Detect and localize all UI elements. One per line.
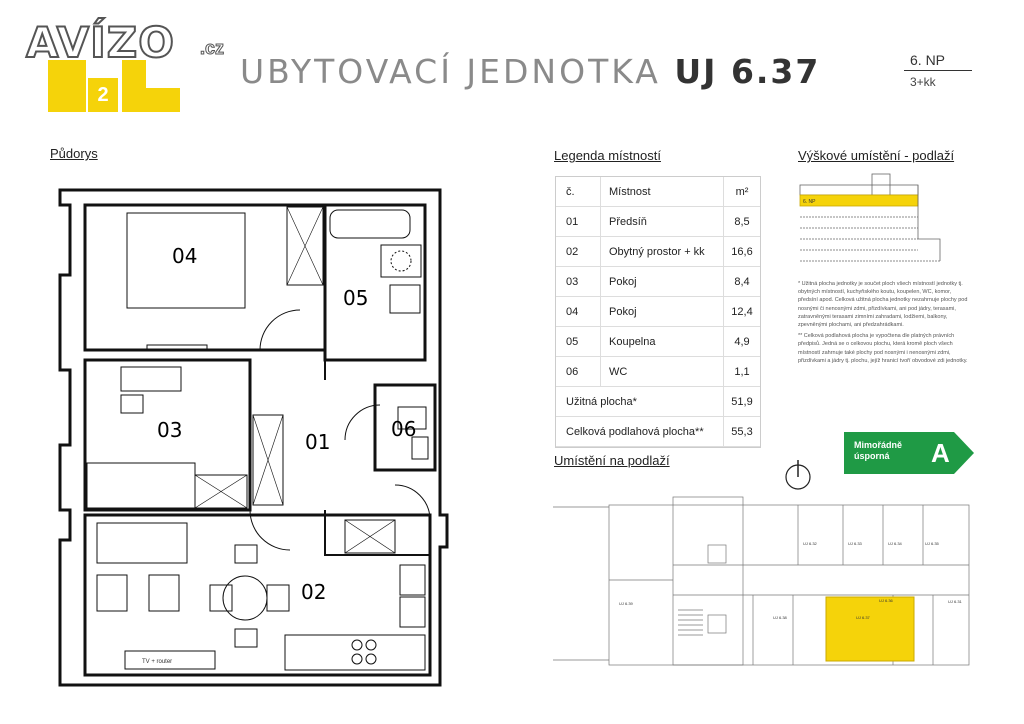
header-room: Místnost bbox=[600, 177, 723, 206]
total-label: Celková podlahová plocha** bbox=[566, 425, 704, 438]
layout-label: 3+kk bbox=[910, 75, 936, 89]
total-value: 55,3 bbox=[723, 417, 760, 446]
row-room: Předsíň bbox=[600, 207, 723, 236]
height-floor-label: 6. NP bbox=[803, 199, 816, 205]
row-num: 04 bbox=[566, 305, 579, 318]
room-legend-table: č. Místnost m² 01 Předsíň 8,5 02 Obytný … bbox=[555, 176, 761, 448]
row-area: 1,1 bbox=[723, 357, 760, 386]
energy-badge: Mimořádně úsporná A bbox=[844, 432, 974, 474]
row-area: 8,5 bbox=[723, 207, 760, 236]
footnote-total: ** Celková podlahová plocha je vypočtena… bbox=[798, 333, 968, 364]
unit-label: UJ 6.38 bbox=[773, 615, 788, 620]
row-area: 8,4 bbox=[723, 267, 760, 296]
row-num: 01 bbox=[566, 215, 579, 228]
logo-block bbox=[122, 60, 146, 112]
total-label: Užitná plocha* bbox=[566, 395, 637, 408]
legend-row: 03 Pokoj 8,4 bbox=[556, 267, 760, 297]
room-label-04: 04 bbox=[172, 244, 197, 268]
legend-row: 04 Pokoj 12,4 bbox=[556, 297, 760, 327]
unit-label: UJ 6.33 bbox=[848, 541, 863, 546]
floorplan-heading: Půdorys bbox=[50, 146, 98, 161]
legend-row: 05 Koupelna 4,9 bbox=[556, 327, 760, 357]
floor-label: 6. NP bbox=[904, 50, 972, 71]
energy-line1: Mimořádně bbox=[854, 440, 903, 450]
title-unit: UJ 6.37 bbox=[674, 52, 821, 91]
compass-icon bbox=[785, 460, 811, 490]
total-row: Celková podlahová plocha** 55,3 bbox=[556, 417, 760, 447]
floorplan-drawing: 04 05 03 01 06 02 TV + router bbox=[58, 188, 449, 687]
total-value: 51,9 bbox=[723, 387, 760, 416]
legend-row: 06 WC 1,1 bbox=[556, 357, 760, 387]
header-unit: m² bbox=[723, 177, 760, 206]
unit-label: UJ 6.35 bbox=[925, 541, 940, 546]
unit-label: UJ 6.34 bbox=[888, 541, 903, 546]
watermark-logo: AVÍZO bbox=[25, 17, 175, 68]
title-light: UBYTOVACÍ JEDNOTKA bbox=[240, 52, 661, 91]
row-area: 4,9 bbox=[723, 327, 760, 356]
watermark-domain: .cz bbox=[199, 38, 225, 59]
room-label-05: 05 bbox=[343, 286, 368, 310]
room-label-01: 01 bbox=[305, 430, 330, 454]
legend-row: 02 Obytný prostor + kk 16,6 bbox=[556, 237, 760, 267]
row-num: 02 bbox=[566, 245, 579, 258]
height-diagram: 6. NP bbox=[799, 173, 941, 262]
energy-line2: úsporná bbox=[854, 451, 890, 461]
unit-label: UJ 6.39 bbox=[619, 601, 634, 606]
legend-row: 01 Předsíň 8,5 bbox=[556, 207, 760, 237]
room-label-06: 06 bbox=[391, 417, 416, 441]
legend-header-row: č. Místnost m² bbox=[556, 177, 760, 207]
total-row: Užitná plocha* 51,9 bbox=[556, 387, 760, 417]
row-num: 05 bbox=[566, 335, 579, 348]
unit-highlight bbox=[825, 596, 915, 662]
logo-block bbox=[146, 88, 180, 112]
tv-label: TV + router bbox=[142, 659, 172, 665]
unit-label: UJ 6.37 bbox=[856, 615, 871, 620]
footnotes: * Užitná plocha jednotky je součet ploch… bbox=[798, 280, 970, 368]
unit-label: UJ 6.32 bbox=[803, 541, 818, 546]
height-heading: Výškové umístění - podlaží bbox=[798, 148, 955, 163]
energy-arrow-icon bbox=[844, 432, 974, 474]
legend-heading: Legenda místností bbox=[554, 148, 661, 163]
row-room: WC bbox=[600, 357, 723, 386]
row-room: Pokoj bbox=[600, 297, 723, 326]
logo-block bbox=[48, 60, 86, 112]
room-label-02: 02 bbox=[301, 580, 326, 604]
floor-info: 6. NP 3+kk bbox=[904, 50, 972, 93]
unit-label: UJ 6.36 bbox=[879, 598, 894, 603]
row-num: 06 bbox=[566, 365, 579, 378]
location-heading: Umístění na podlaží bbox=[554, 453, 670, 468]
unit-label: UJ 6.31 bbox=[948, 599, 963, 604]
page-title: UBYTOVACÍ JEDNOTKA UJ 6.37 bbox=[240, 52, 820, 91]
row-num: 03 bbox=[566, 275, 579, 288]
location-plan: UJ 6.32 UJ 6.33 UJ 6.34 UJ 6.35 UJ 6.36 … bbox=[553, 496, 970, 666]
header-num: č. bbox=[566, 185, 575, 198]
row-room: Pokoj bbox=[600, 267, 723, 296]
energy-text: Mimořádně úsporná bbox=[854, 440, 902, 462]
row-area: 16,6 bbox=[723, 237, 760, 266]
row-area: 12,4 bbox=[723, 297, 760, 326]
row-room: Koupelna bbox=[600, 327, 723, 356]
energy-class: A bbox=[931, 438, 950, 468]
room-label-03: 03 bbox=[157, 418, 182, 442]
logo-number: 2 bbox=[88, 78, 118, 112]
row-room: Obytný prostor + kk bbox=[600, 237, 723, 266]
footnote-usable: * Užitná plocha jednotky je součet ploch… bbox=[798, 281, 968, 329]
